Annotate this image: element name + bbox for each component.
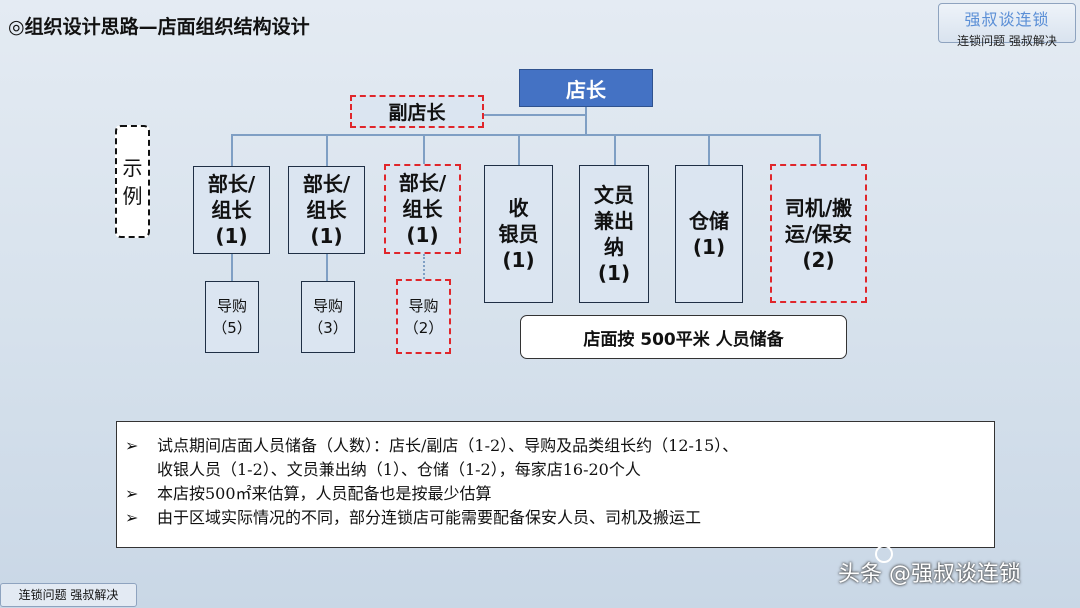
bullet-arrow-icon: ➢ — [125, 508, 139, 527]
connector-drop-5 — [614, 134, 616, 165]
brand-name: 强叔谈连锁 — [964, 10, 1050, 29]
position-box-clerk-cashier: 文员兼出纳(1) — [579, 165, 649, 303]
bullet-item: ➢ 由于区域实际情况的不同，部分连锁店可能需要配备保安人员、司机及搬运工 — [125, 506, 994, 530]
guide-box-2: 导购（3） — [301, 281, 355, 353]
explanation-textbox: ➢ 试点期间店面人员储备（人数）：店长/副店（1-2）、导购及品类组长约（12-… — [116, 421, 995, 548]
position-box-section-head-1: 部长/组长(1) — [193, 166, 270, 254]
connector-drop-2 — [326, 134, 328, 166]
connector-guide-1 — [231, 253, 233, 281]
guide-box-3: 导购（2） — [396, 279, 451, 354]
watermark: 头条 @强叔谈连锁 — [838, 562, 1021, 587]
connector-guide-2 — [326, 253, 328, 281]
bullet-arrow-icon: ➢ — [125, 484, 139, 503]
position-box-section-head-3: 部长/组长(1) — [384, 164, 461, 254]
wechat-icon — [875, 545, 893, 563]
bullet-item: ➢ 试点期间店面人员储备（人数）：店长/副店（1-2）、导购及品类组长约（12-… — [125, 436, 739, 479]
brand-slogan: 连锁问题 强叔解决 — [957, 34, 1057, 48]
position-box-warehouse: 仓储(1) — [675, 165, 743, 303]
position-box-cashier: 收银员(1) — [484, 165, 553, 303]
connector-guide-3 — [423, 254, 425, 279]
example-label: 示例 — [115, 125, 150, 238]
guide-box-1: 导购（5） — [205, 281, 259, 353]
connector-manager-trunk — [585, 107, 587, 135]
brand-badge: 强叔谈连锁 连锁问题 强叔解决 — [938, 3, 1076, 48]
connector-drop-6 — [708, 134, 710, 165]
position-box-driver-porter-security: 司机/搬运/保安(2) — [770, 164, 867, 303]
connector-drop-1 — [231, 134, 233, 166]
position-box-section-head-2: 部长/组长(1) — [288, 166, 365, 254]
connector-drop-3 — [423, 134, 425, 164]
connector-horizontal-bus — [231, 134, 821, 136]
footer-slogan: 连锁问题 强叔解决 — [0, 583, 137, 607]
bullet-arrow-icon: ➢ — [125, 436, 139, 455]
bullet-item: ➢ 本店按500㎡来估算，人员配备也是按最少估算 — [125, 482, 994, 506]
connector-drop-7 — [819, 134, 821, 164]
page-title: ◎组织设计思路—店面组织结构设计 — [8, 16, 310, 38]
store-manager-box: 店长 — [519, 69, 653, 107]
connector-drop-4 — [518, 134, 520, 165]
staffing-note: 店面按 500平米 人员储备 — [520, 315, 847, 359]
connector-deputy-link — [484, 114, 585, 116]
deputy-manager-box: 副店长 — [350, 95, 484, 128]
